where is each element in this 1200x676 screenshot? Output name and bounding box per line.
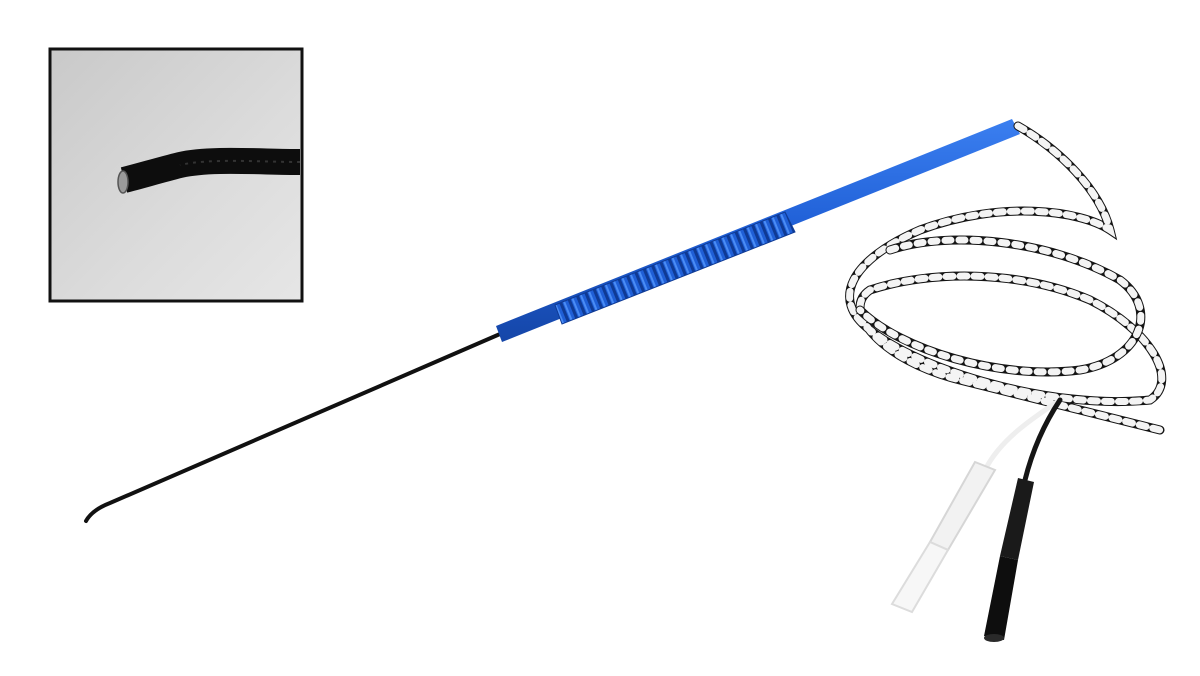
- handle: [496, 119, 1020, 342]
- twisted-cable: [845, 121, 1167, 483]
- needle: [84, 332, 502, 523]
- white-connector: [890, 460, 997, 614]
- black-connector: [984, 478, 1034, 642]
- inset-closeup: [48, 47, 304, 303]
- metal-tip: [117, 170, 129, 194]
